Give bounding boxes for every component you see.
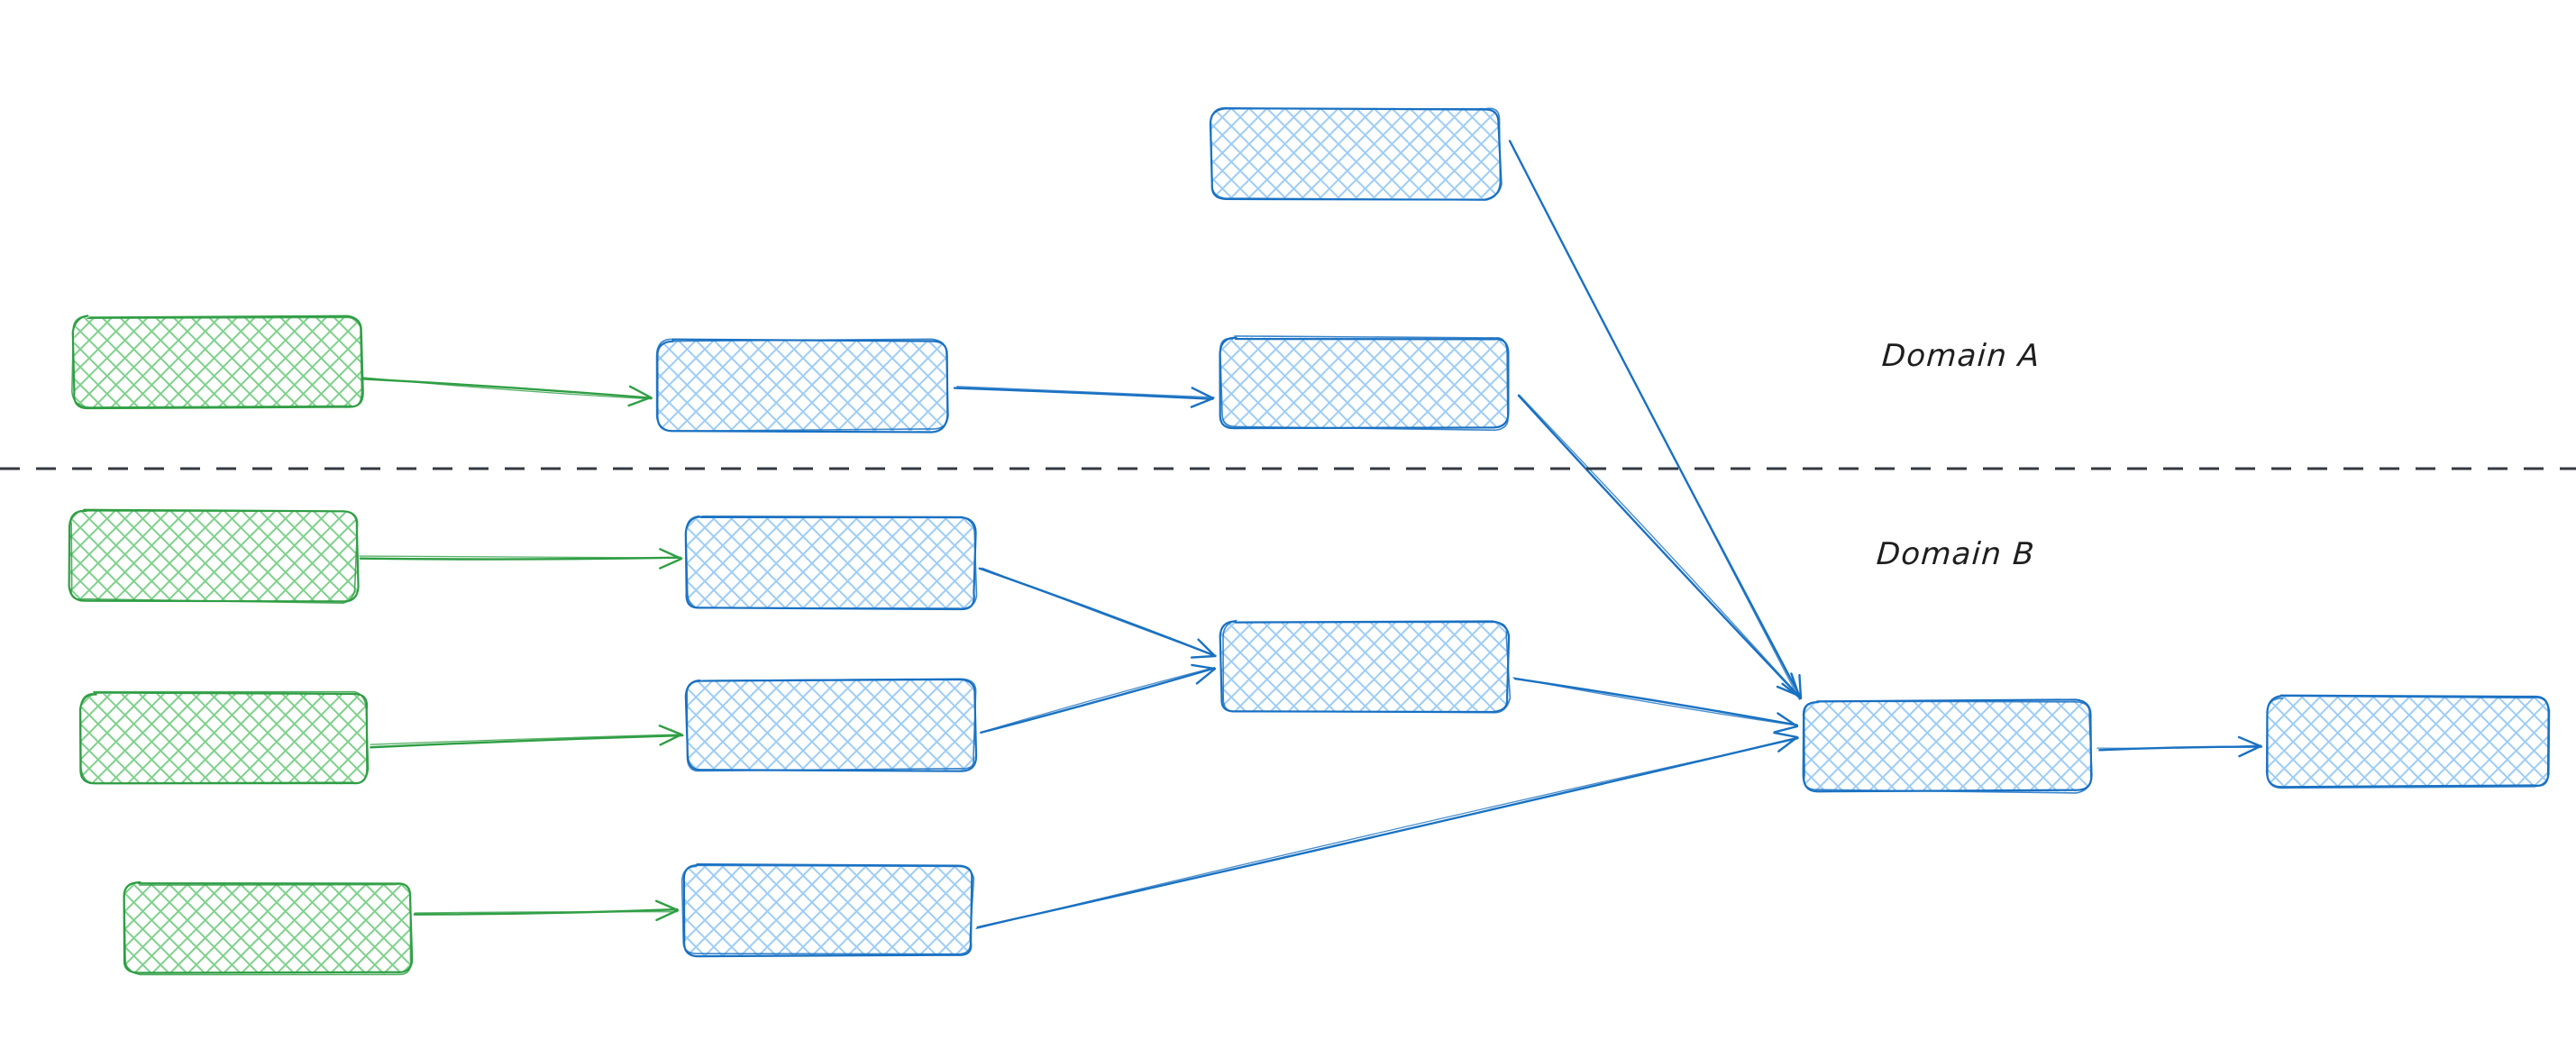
edge-line xyxy=(976,736,1799,929)
node-b-merge-2[interactable] xyxy=(1802,698,2093,794)
node-outline-2 xyxy=(71,315,363,408)
edge-line-2 xyxy=(359,555,683,559)
node-outline-2 xyxy=(686,678,977,772)
node-b-sink[interactable] xyxy=(2265,694,2551,789)
node-a-stage-2[interactable] xyxy=(1219,335,1510,432)
edge-line-2 xyxy=(414,911,679,914)
edge-line xyxy=(1513,677,1798,726)
node-b-source-2[interactable] xyxy=(78,690,370,785)
node-a-stage-1[interactable] xyxy=(655,338,949,433)
arrow-head xyxy=(1190,638,1217,659)
node-outline-2 xyxy=(1222,619,1512,714)
node-fill xyxy=(686,680,975,771)
node-b-merge-1[interactable] xyxy=(1219,619,1512,714)
node-layer xyxy=(68,107,2551,976)
node-fill xyxy=(1220,621,1509,713)
arrow-head xyxy=(1776,672,1801,698)
edge-line-2 xyxy=(981,667,1216,734)
node-fill xyxy=(69,510,357,601)
arrow-head xyxy=(658,725,683,746)
node-fill xyxy=(686,517,976,609)
edge-line xyxy=(413,908,679,916)
edge-line-2 xyxy=(975,738,1799,930)
edge-line-2 xyxy=(1518,394,1799,696)
edge-e3[interactable] xyxy=(1508,140,1803,700)
edge-e7[interactable] xyxy=(413,899,680,922)
edge-line-2 xyxy=(361,377,653,400)
edge-line-2 xyxy=(370,734,682,745)
node-fill xyxy=(123,882,412,974)
edge-line xyxy=(980,667,1216,734)
node-outline-2 xyxy=(123,881,412,976)
node-fill xyxy=(1802,700,2092,792)
node-outline-2 xyxy=(681,864,975,955)
edge-line-2 xyxy=(1512,677,1798,726)
edge-e1[interactable] xyxy=(361,377,653,407)
label-domain-a: Domain A xyxy=(1880,338,2042,374)
node-outline-2 xyxy=(69,510,359,604)
edge-line-2 xyxy=(982,567,1216,657)
node-fill xyxy=(1219,337,1510,429)
edge-e10[interactable] xyxy=(1512,677,1799,734)
edge-e12[interactable] xyxy=(2096,735,2263,758)
edge-e4[interactable] xyxy=(1517,394,1801,698)
arrow-head xyxy=(1781,673,1803,700)
edge-line xyxy=(370,734,684,749)
arrow-head xyxy=(1190,387,1215,408)
edge-line-2 xyxy=(956,386,1215,398)
edge-e11[interactable] xyxy=(975,731,1799,930)
node-outline-2 xyxy=(685,515,978,609)
arrow-head xyxy=(659,548,683,570)
label-domain-b: Domain B xyxy=(1875,536,2037,572)
arrow-head xyxy=(1191,663,1217,685)
edge-e2[interactable] xyxy=(953,386,1215,408)
edge-line-2 xyxy=(2096,744,2262,749)
edge-e8[interactable] xyxy=(978,567,1217,659)
node-b-stage-3[interactable] xyxy=(681,863,975,958)
node-outline-2 xyxy=(1210,107,1502,201)
edge-line xyxy=(1517,394,1801,698)
edge-line-2 xyxy=(1508,140,1801,700)
arrow-head xyxy=(1773,712,1799,734)
arrow-head xyxy=(654,899,680,922)
edge-e5[interactable] xyxy=(359,548,683,570)
node-a-source-1[interactable] xyxy=(71,315,364,410)
node-fill xyxy=(683,864,973,956)
node-b-source-1[interactable] xyxy=(68,508,360,604)
arrow-head xyxy=(2237,735,2262,758)
node-b-stage-2[interactable] xyxy=(684,678,978,772)
node-b-source-3[interactable] xyxy=(123,880,414,976)
node-b-stage-1[interactable] xyxy=(684,515,978,611)
node-fill xyxy=(2266,696,2549,787)
edge-e6[interactable] xyxy=(370,725,684,749)
arrow-head xyxy=(627,385,653,407)
node-outline-2 xyxy=(1219,335,1509,432)
node-outline-2 xyxy=(2265,695,2551,789)
node-fill xyxy=(80,693,369,785)
node-outline-2 xyxy=(1803,700,2093,794)
node-fill xyxy=(1210,107,1500,199)
edge-line xyxy=(953,387,1214,400)
node-a-stage-top[interactable] xyxy=(1209,107,1503,201)
node-outline-2 xyxy=(79,690,370,784)
edge-layer xyxy=(359,140,2263,930)
node-fill xyxy=(74,317,362,407)
node-outline-2 xyxy=(655,338,949,433)
edge-e9[interactable] xyxy=(980,663,1217,734)
arrow-head xyxy=(1773,731,1799,753)
node-fill xyxy=(657,340,946,431)
edge-line xyxy=(359,556,681,561)
